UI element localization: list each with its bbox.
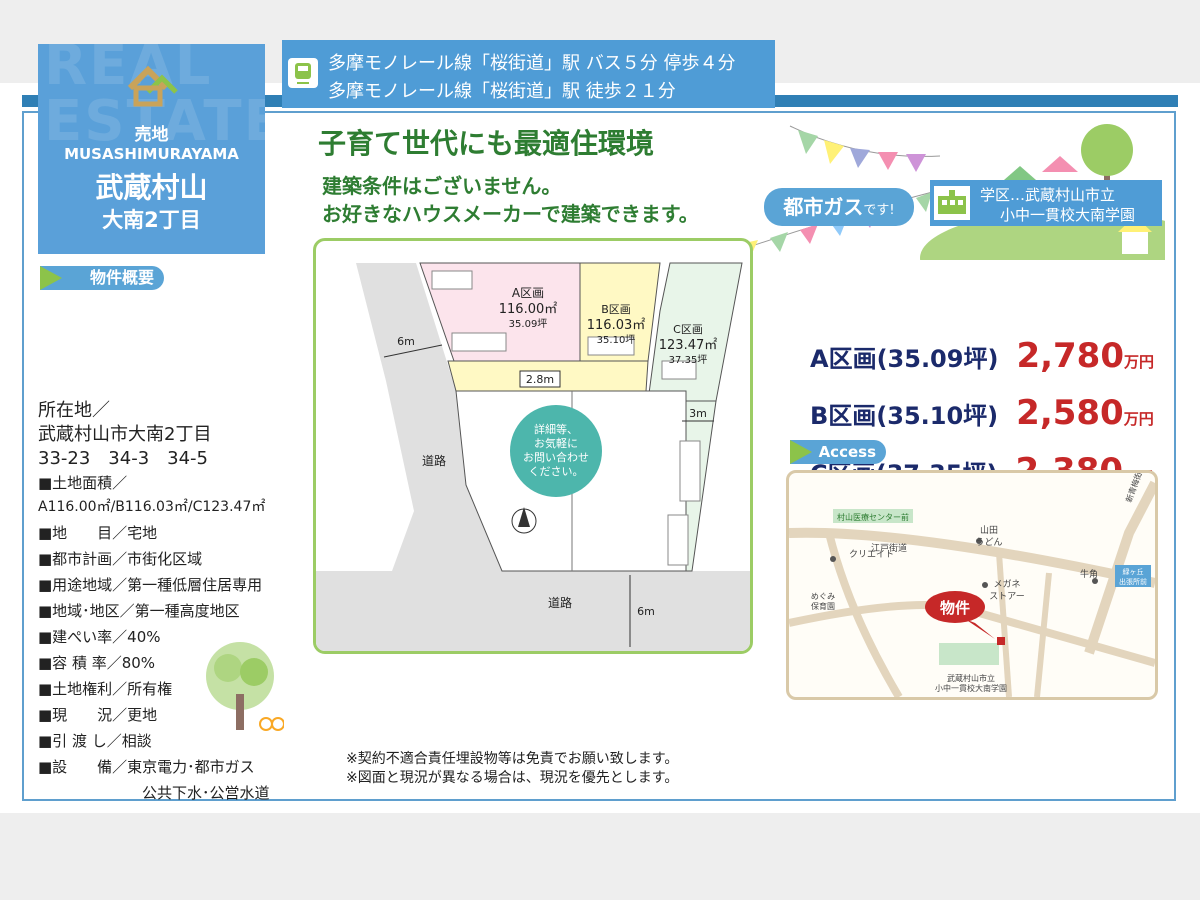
dim-left-road: 6m	[397, 335, 415, 348]
property-marker-icon	[925, 591, 985, 623]
spec-item: ■設 備／東京電力･都市ガス	[38, 758, 255, 776]
overview-label: 物件概要	[89, 268, 154, 287]
dim-driveway: 2.8m	[526, 373, 554, 386]
bubble-line: 詳細等、	[534, 422, 578, 436]
ribbon-arrow-icon	[790, 440, 812, 464]
dim-bottom-road: 6m	[637, 605, 655, 618]
sub-headline: 建築条件はございません。	[322, 174, 562, 198]
area-label: ■土地面積／	[38, 474, 128, 492]
access-ribbon: Access	[790, 440, 886, 464]
spec-item: ■引 渡 し／相談	[38, 732, 152, 750]
tree-illustration-icon	[206, 642, 284, 731]
lot-b-sqm: 116.03㎡	[587, 318, 646, 333]
map-label: 武蔵村山市立	[947, 673, 995, 683]
plot-plan: A区画 116.00㎡ 35.09坪 B区画 116.03㎡ 35.10坪 C区…	[313, 238, 753, 654]
city-gas-badge: 都市ガスです!	[764, 188, 914, 226]
road-label-left: 道路	[422, 453, 446, 468]
transport-line: 多摩モノレール線「桜街道」駅 バス５分 停歩４分	[328, 53, 736, 74]
price-amount: 2,780	[1016, 336, 1124, 376]
inquiry-bubble	[510, 405, 602, 497]
map-label: めぐみ	[811, 592, 835, 601]
map-label: 村山医療センター前	[837, 512, 909, 522]
map-label: クリエイト	[849, 549, 894, 560]
access-map-svg: 村山医療センター前 江戸街道 山田 うどん クリエイト メガネ ストアー 牛角 …	[789, 473, 1155, 697]
flyer-frame	[22, 111, 1176, 801]
district-name: 大南2丁目	[102, 208, 201, 232]
ribbon-arrow-icon	[40, 266, 62, 290]
dim-side-path: 3m	[689, 407, 707, 420]
map-label: メガネ	[993, 579, 1020, 590]
overview-ribbon: 物件概要	[40, 266, 164, 290]
bubble-line: ください。	[529, 465, 584, 478]
school-line1: 学区…武蔵村山市立	[980, 186, 1116, 204]
price-unit: 万円	[1123, 353, 1154, 371]
lot-a-tsubo: 35.09坪	[509, 317, 548, 330]
map-label: 出張所前	[1119, 577, 1147, 586]
location-value: 武蔵村山市大南2丁目	[38, 424, 212, 445]
plot-plan-svg: A区画 116.00㎡ 35.09坪 B区画 116.03㎡ 35.10坪 C区…	[316, 262, 750, 651]
train-icon	[288, 58, 318, 88]
map-label: 緑ヶ丘	[1123, 567, 1144, 576]
utilities-continued: 公共下水･公営水道	[142, 784, 270, 802]
price-label: B区画(35.10坪)	[810, 402, 999, 430]
price-row-a: A区画(35.09坪) 2,780万円	[810, 336, 1154, 376]
spec-item: ■現 況／更地	[38, 706, 158, 724]
bubble-line: お気軽に	[534, 436, 578, 450]
road-label-bottom: 道路	[548, 595, 572, 610]
school-line2: 小中一貫校大南学園	[1000, 206, 1136, 224]
map-property-label: 物件	[940, 599, 970, 617]
lot-a-sqm: 116.00㎡	[499, 302, 558, 317]
lot-numbers: 33-23 34-3 34-5	[38, 448, 209, 469]
access-map: 村山医療センター前 江戸街道 山田 うどん クリエイト メガネ ストアー 牛角 …	[786, 470, 1158, 700]
spec-item: ■土地権利／所有権	[38, 680, 173, 698]
spec-item: ■容 積 率／80%	[38, 654, 156, 672]
sale-type: 売地	[134, 125, 169, 145]
brand-block: REAL ESTATE 売地 MUSASHIMURAYAMA 武蔵村山 大南2丁…	[38, 44, 265, 254]
north-arrow-icon	[518, 507, 530, 527]
lot-b-tsubo: 35.10坪	[597, 333, 636, 346]
school-district-box: 学区…武蔵村山市立 小中一貫校大南学園	[930, 180, 1162, 226]
map-label: 小中一貫校大南学園	[935, 683, 1007, 693]
lot-c-sqm: 123.47㎡	[659, 338, 718, 353]
transport-box: 多摩モノレール線「桜街道」駅 バス５分 停歩４分 多摩モノレール線「桜街道」駅 …	[282, 40, 775, 108]
gas-badge-suffix: です!	[863, 203, 895, 218]
price-unit: 万円	[1123, 410, 1154, 428]
map-label: ストアー	[989, 592, 1024, 602]
price-row-b: B区画(35.10坪) 2,580万円	[810, 393, 1154, 433]
spec-item: ■地 目／宅地	[38, 524, 158, 542]
sub-headline: お好きなハウスメーカーで建築できます。	[322, 202, 699, 226]
transport-line: 多摩モノレール線「桜街道」駅 徒歩２１分	[328, 81, 676, 102]
lot-a-name: A区画	[512, 286, 544, 300]
school-building-icon	[934, 186, 970, 220]
bubble-line: お問い合わせ	[523, 450, 589, 464]
city-roman: MUSASHIMURAYAMA	[64, 145, 239, 163]
map-label: 江戸街道	[871, 542, 907, 554]
access-label: Access	[818, 443, 876, 461]
main-headline: 子育て世代にも最適住環境	[318, 127, 655, 160]
price-label: A区画(35.09坪)	[810, 345, 999, 373]
disclaimer-note: ※契約不適合責任埋設物等は免責でお願い致します。	[346, 751, 679, 767]
disclaimer-note: ※図面と現況が異なる場合は、現況を優先とします。	[346, 770, 679, 786]
spec-item: ■用途地域／第一種低層住居専用	[38, 576, 263, 594]
spec-item: ■都市計画／市街化区域	[38, 550, 203, 568]
map-label: 山田	[980, 525, 998, 536]
spec-item: ■建ぺい率／40%	[38, 628, 161, 646]
map-label: うどん	[975, 537, 1002, 548]
area-value: A116.00㎡/B116.03㎡/C123.47㎡	[38, 499, 266, 515]
location-label: 所在地／	[38, 400, 110, 421]
gas-badge-main: 都市ガス	[783, 195, 864, 219]
lot-c-name: C区画	[673, 323, 703, 336]
price-amount: 2,580	[1016, 393, 1124, 433]
spec-item: ■地域･地区／第一種高度地区	[38, 602, 240, 620]
city-name: 武蔵村山	[95, 171, 208, 204]
lot-c-tsubo: 37.35坪	[669, 353, 708, 366]
map-label: 保育園	[811, 601, 835, 611]
map-label: 牛角	[1080, 568, 1098, 580]
house-logo-icon	[127, 65, 178, 107]
lot-b-name: B区画	[601, 303, 631, 316]
